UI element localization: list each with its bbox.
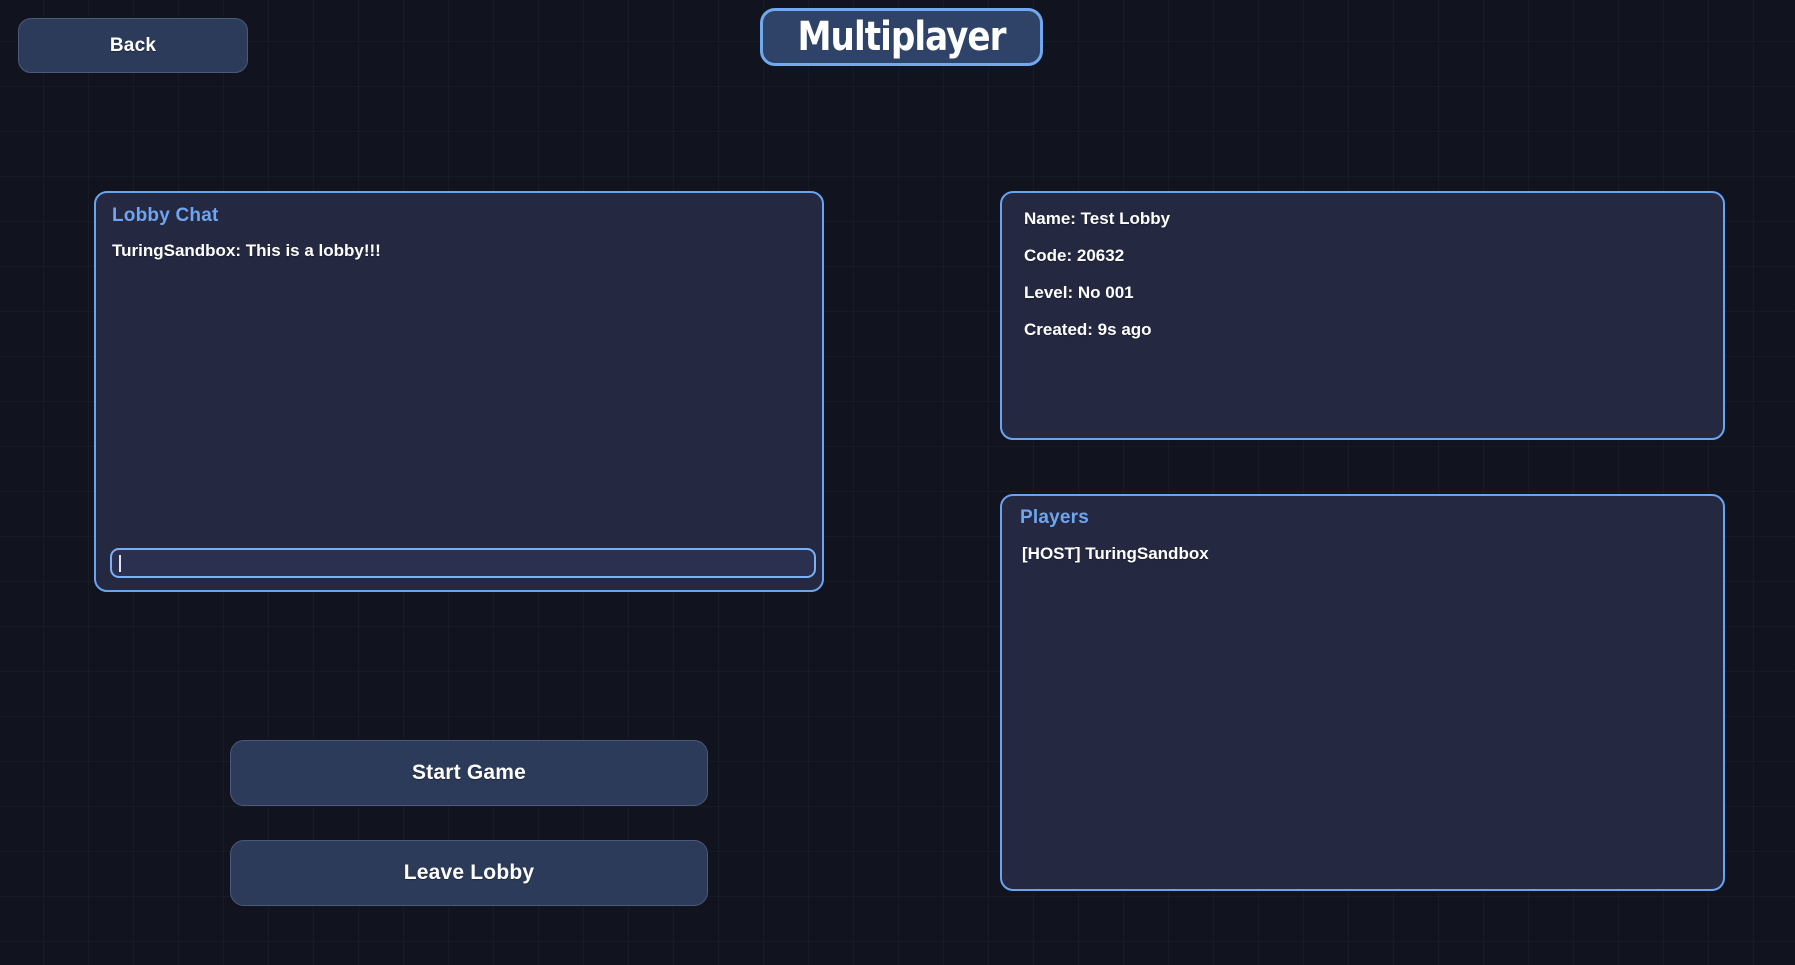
text-caret — [119, 554, 121, 572]
start-game-button-label: Start Game — [411, 761, 527, 784]
leave-lobby-button[interactable]: Leave Lobby — [230, 840, 708, 906]
chat-message: TuringSandbox: This is a lobby!!! — [112, 241, 381, 260]
players-title: Players — [1020, 507, 1090, 528]
lobby-info-name: Name: Test Lobby — [1024, 209, 1171, 228]
back-button[interactable]: Back — [18, 18, 248, 73]
chat-message-list: TuringSandbox: This is a lobby!!! — [112, 241, 808, 528]
leave-lobby-button-label: Leave Lobby — [403, 861, 535, 884]
players-panel: Players [HOST] TuringSandbox — [1000, 494, 1725, 891]
lobby-chat-title: Lobby Chat — [112, 205, 219, 226]
player-row: [HOST] TuringSandbox — [1022, 544, 1209, 563]
lobby-info-created: Created: 9s ago — [1024, 320, 1152, 339]
start-game-button[interactable]: Start Game — [230, 740, 708, 806]
lobby-info-code: Code: 20632 — [1024, 246, 1125, 265]
page-title: Multiplayer — [797, 14, 1006, 60]
chat-input[interactable] — [110, 548, 816, 578]
lobby-info-panel: Name: Test Lobby Code: 20632 Level: No 0… — [1000, 191, 1725, 440]
lobby-chat-panel: Lobby Chat TuringSandbox: This is a lobb… — [94, 191, 824, 592]
back-button-label: Back — [109, 34, 157, 56]
page-title-banner: Multiplayer — [760, 8, 1043, 66]
lobby-info-level: Level: No 001 — [1024, 283, 1134, 302]
players-list: [HOST] TuringSandbox — [1022, 544, 1709, 877]
